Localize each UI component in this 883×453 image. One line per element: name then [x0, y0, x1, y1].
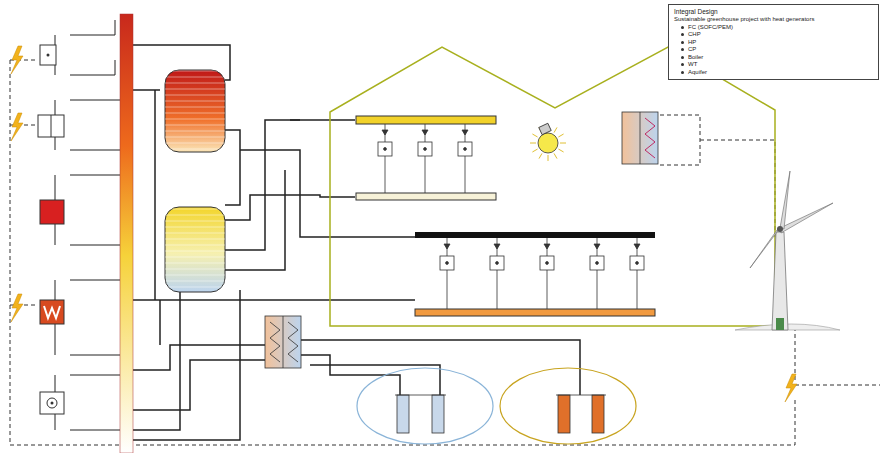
legend-heading: Sustainable greenhouse project with heat… [674, 16, 873, 24]
bullet-dot [681, 63, 684, 66]
bullet-dot [681, 26, 684, 29]
legend-item: WT [674, 61, 873, 69]
bullet-dot [681, 56, 684, 59]
legend-item: HP [674, 39, 873, 47]
legend-item: CHP [674, 31, 873, 39]
legend-item: FC (SOFC/PEM) [674, 24, 873, 32]
legend-item: Boiler [674, 54, 873, 62]
legend-heading: Integral Design [674, 8, 873, 16]
bullet-dot [681, 33, 684, 36]
bullet-dot [681, 41, 684, 44]
legend-item: Aquifer [674, 69, 873, 77]
bullet-dot [681, 48, 684, 51]
bullet-dot [681, 71, 684, 74]
legend-item: CP [674, 46, 873, 54]
legend-box: Integral DesignSustainable greenhouse pr… [668, 4, 879, 80]
